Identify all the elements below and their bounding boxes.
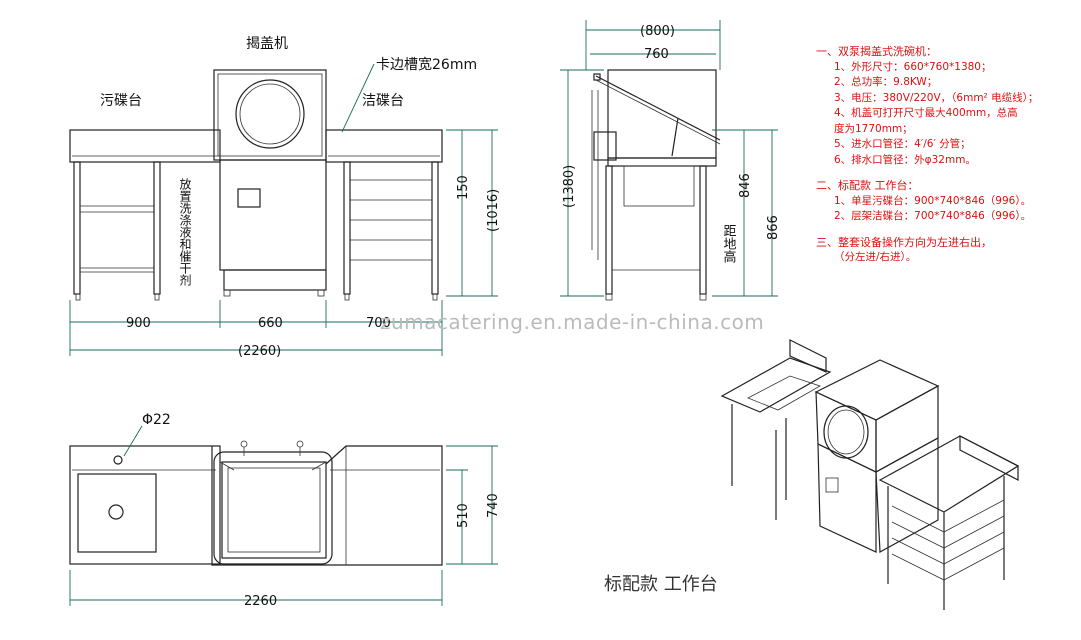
dim-510: 510 xyxy=(456,503,471,528)
dim-900: 900 xyxy=(126,316,151,331)
spec-item: 3、电压：380V/220V，（6mm² 电缆线）； xyxy=(834,91,1039,104)
spec-item: 1、外形尺寸：660*760*1380； xyxy=(834,60,992,73)
watermark: zumacatering.en.made-in-china.com xyxy=(380,310,765,334)
isometric-view xyxy=(720,339,1020,610)
groove-label: 卡边槽宽26mm xyxy=(376,56,477,73)
spec-item: 4、机盖可打开尺寸最大400mm，总高 xyxy=(834,107,1018,119)
front-view xyxy=(69,63,498,356)
side-view xyxy=(560,20,778,301)
dim-760: 760 xyxy=(644,47,669,62)
spec-item: 6、排水口管径：外φ32mm。 xyxy=(834,153,976,166)
spec-title-2: 二、标配款 工作台： xyxy=(816,179,919,192)
clean-table-label: 洁碟台 xyxy=(362,93,404,109)
dim-866: 866 xyxy=(766,215,781,240)
spec-item: 1、单星污碟台：900*740*846（996）。 xyxy=(834,194,1032,207)
dim-1016: (1016) xyxy=(486,189,501,232)
spec-item: 2、总功率：9.8KW； xyxy=(834,76,938,88)
dim-700: 700 xyxy=(366,316,391,331)
dim-150: 150 xyxy=(456,175,471,200)
spec-item: （分左进/右进）。 xyxy=(834,251,917,263)
machine-label: 揭盖机 xyxy=(246,36,288,52)
spec-item: 2、层架洁碟台：700*740*846（996）。 xyxy=(834,210,1032,222)
dim-top-total: 2260 xyxy=(244,594,277,609)
floor-height-label: 距地高 xyxy=(721,224,737,263)
caption: 标配款 工作台 xyxy=(604,574,718,595)
dirty-table-label: 污碟台 xyxy=(100,93,142,109)
dim-660: 660 xyxy=(258,316,283,331)
dim-740: 740 xyxy=(486,493,501,518)
dim-1380: (1380) xyxy=(562,165,577,208)
dim-800: (800) xyxy=(640,24,675,39)
dim-846: 846 xyxy=(738,173,753,198)
dim-front-total: (2260) xyxy=(238,344,281,359)
top-view xyxy=(69,425,498,606)
spec-panel: 一、双泵揭盖式洗碗机： 1、外形尺寸：660*760*1380； 2、总功率：9… xyxy=(816,44,1076,266)
spec-item: 度为1770mm； xyxy=(834,122,913,135)
vertical-note: 放置洗涤液和催干剂 xyxy=(178,177,192,286)
spec-item: 5、进水口管径：4′/6′ 分管； xyxy=(834,138,971,150)
spec-title-1: 一、双泵揭盖式洗碗机： xyxy=(816,45,937,58)
spec-title-3: 三、整套设备操作方向为左进右出， xyxy=(816,235,992,249)
dim-hole: Φ22 xyxy=(142,412,171,428)
